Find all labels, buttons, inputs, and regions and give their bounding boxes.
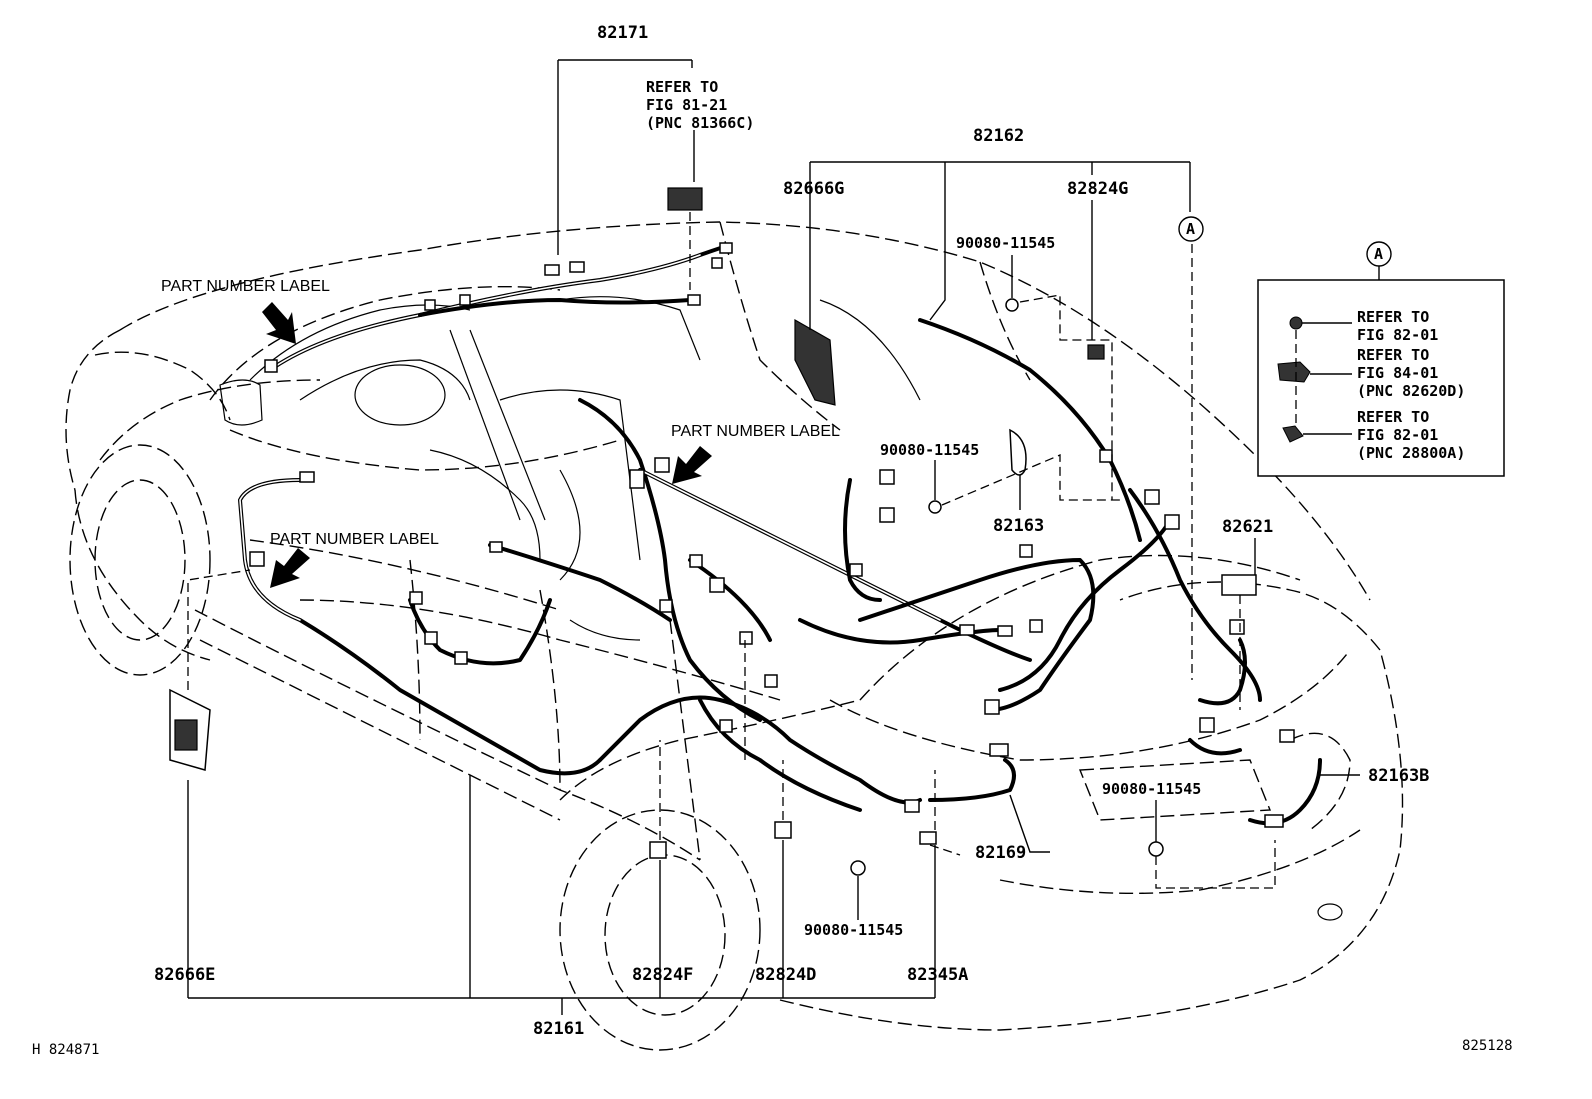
part-82161: 82161 — [533, 1019, 584, 1039]
part-82163: 82163 — [993, 516, 1044, 536]
connectors — [169, 187, 1295, 876]
part-82824G: 82824G — [1067, 179, 1128, 199]
part-82666G: 82666G — [783, 179, 844, 199]
circle-marker-a — [1178, 216, 1204, 242]
part-82824F: 82824F — [632, 965, 693, 985]
inset-item2-line1: REFER TO — [1357, 346, 1429, 364]
inset-item2-line3: (PNC 82620D) — [1357, 382, 1465, 400]
part-number-label-upper-left: PART NUMBER LABEL — [161, 278, 330, 295]
part-82169: 82169 — [975, 843, 1026, 863]
leader-lines — [187, 59, 1360, 1015]
arrow-center — [672, 446, 712, 484]
part-90080-lower-center: 90080-11545 — [804, 921, 903, 939]
part-82171: 82171 — [597, 23, 648, 43]
part-82666E: 82666E — [154, 965, 215, 985]
part-82824D: 82824D — [755, 965, 816, 985]
clip-icon — [1282, 425, 1304, 443]
part-82345A: 82345A — [907, 965, 968, 985]
part-90080-lower-right: 90080-11545 — [1102, 780, 1201, 798]
wire-harness-82162 — [638, 318, 1322, 826]
inset-item1-line2: FIG 82-01 — [1357, 326, 1438, 344]
arrow-upper-left — [262, 302, 296, 344]
circle-marker-a-text: A — [1186, 220, 1195, 238]
inset-item3-line1: REFER TO — [1357, 408, 1429, 426]
refer-top-line3: (PNC 81366C) — [646, 114, 754, 132]
refer-top-line2: FIG 81-21 — [646, 96, 727, 114]
wire-harness-82171 — [268, 243, 732, 372]
corner-id-left: H 824871 — [32, 1042, 99, 1058]
inset-item1-line1: REFER TO — [1357, 308, 1429, 326]
car-body-outline — [65, 221, 1404, 1051]
part-number-label-center: PART NUMBER LABEL — [671, 423, 840, 440]
inset-box — [1257, 241, 1505, 477]
part-82621: 82621 — [1222, 517, 1273, 537]
corner-id-right: 825128 — [1462, 1038, 1513, 1054]
inset-item3-line3: (PNC 28800A) — [1357, 444, 1465, 462]
inset-item3-line2: FIG 82-01 — [1357, 426, 1438, 444]
labels: 82171 REFER TO FIG 81-21 (PNC 81366C) 82… — [32, 23, 1513, 1058]
arrow-lower-left — [270, 548, 310, 588]
arrows — [262, 302, 712, 588]
part-90080-upper: 90080-11545 — [956, 234, 1055, 252]
inset-marker-text: A — [1374, 245, 1383, 263]
part-82162: 82162 — [973, 126, 1024, 146]
refer-top-line1: REFER TO — [646, 78, 718, 96]
inset-item2-line2: FIG 84-01 — [1357, 364, 1438, 382]
wire-harness-82161 — [238, 398, 1016, 812]
part-90080-middle: 90080-11545 — [880, 441, 979, 459]
part-number-label-lower-left: PART NUMBER LABEL — [270, 531, 439, 548]
grommet-icon — [1289, 316, 1303, 330]
part-82163B: 82163B — [1368, 766, 1429, 786]
